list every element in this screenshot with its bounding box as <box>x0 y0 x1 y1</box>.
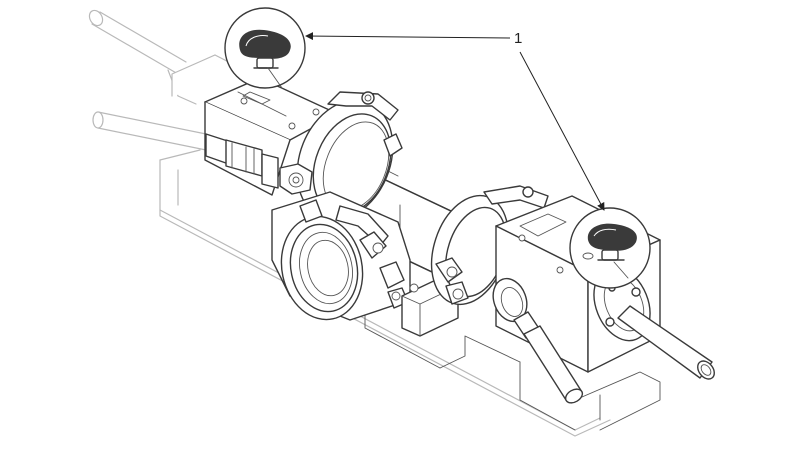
clamp-ring-right <box>430 185 549 306</box>
side-fitting <box>205 133 279 189</box>
knob-lower <box>569 207 651 289</box>
leader-line-upper <box>305 32 511 41</box>
knob-upper <box>224 7 306 89</box>
callout-label: 1 <box>514 30 522 47</box>
cable-gland <box>492 277 584 404</box>
output-rod <box>617 305 715 380</box>
front-port-flange <box>271 191 411 321</box>
leader-line-lower <box>519 51 605 211</box>
inlet-pipe-lower <box>92 111 207 151</box>
clamp-ring-upper <box>279 91 403 221</box>
callout-1: 1 <box>305 30 605 211</box>
